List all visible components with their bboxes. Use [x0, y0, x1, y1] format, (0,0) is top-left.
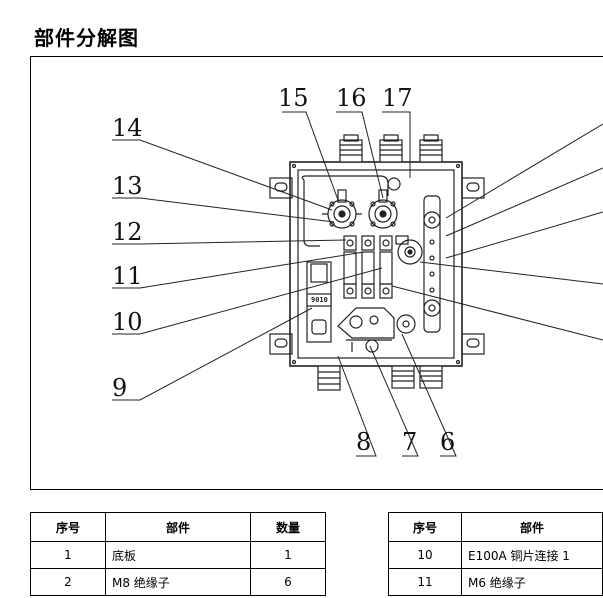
surge-module — [306, 261, 332, 343]
callout-7: 7 — [402, 428, 417, 456]
callout-10: 10 — [112, 308, 143, 336]
terminal-block-right — [368, 177, 401, 229]
cell-qty: 6 — [250, 568, 326, 596]
cell-part: 底板 — [105, 541, 251, 569]
callout-9: 9 — [112, 374, 127, 402]
cell-qty: 1 — [250, 541, 326, 569]
mounting-ear-top-left — [269, 177, 293, 199]
callout-11: 11 — [112, 262, 143, 290]
parts-table-right: 序号 部件 10 E100A 铜片连接 1 11 M6 绝缘子 — [388, 512, 603, 596]
callout-13: 13 — [112, 172, 143, 200]
cable-gland-top-3 — [419, 134, 443, 163]
cell-part: M6 绝缘子 — [460, 568, 603, 596]
mounting-ear-top-right — [461, 177, 485, 199]
page-title: 部件分解图 — [34, 26, 139, 50]
cell-part: E100A 铜片连接 1 — [460, 541, 603, 569]
cell-no: 11 — [388, 568, 462, 596]
callout-8: 8 — [356, 428, 371, 456]
col-header-part: 部件 — [460, 512, 603, 542]
callout-14: 14 — [112, 114, 143, 142]
mounting-ear-bottom-right — [461, 333, 485, 355]
table-row: 1 底板 1 — [30, 541, 326, 569]
col-header-no: 序号 — [388, 512, 462, 542]
col-header-part: 部件 — [105, 512, 251, 542]
callout-16: 16 — [336, 84, 367, 112]
internal-cable — [301, 175, 389, 196]
cable-gland-top-1 — [339, 134, 363, 163]
cable-gland-top-2 — [379, 134, 403, 163]
table-row: 10 E100A 铜片连接 1 — [388, 541, 603, 569]
fuse-holders — [343, 251, 393, 299]
exploded-view-diagram: 9010 15 16 17 14 13 12 11 10 9 8 7 6 — [112, 84, 603, 457]
parts-table-left: 序号 部件 数量 1 底板 1 2 M8 绝缘子 6 — [30, 512, 326, 596]
callout-15: 15 — [278, 84, 309, 112]
figure-frame — [30, 56, 603, 490]
cell-no: 1 — [30, 541, 106, 569]
insulator-row — [343, 235, 393, 251]
table-row: 2 M8 绝缘子 6 — [30, 568, 326, 596]
cable-gland-bottom-3 — [419, 365, 443, 389]
cable-gland-bottom-1 — [317, 365, 341, 391]
terminal-block-side — [395, 235, 423, 265]
cell-no: 2 — [30, 568, 106, 596]
mounting-ear-bottom-left — [269, 333, 293, 355]
callout-17: 17 — [382, 84, 413, 112]
terminal-block-bottom — [337, 307, 416, 353]
table-row: 11 M6 绝缘子 — [388, 568, 603, 596]
callout-6: 6 — [440, 428, 455, 456]
module-plate-label: 9010 — [311, 296, 328, 304]
col-header-no: 序号 — [30, 512, 106, 542]
terminal-block-left — [322, 189, 362, 229]
cable-gland-bottom-2 — [391, 365, 415, 389]
leader-lines — [112, 111, 603, 457]
col-header-qty: 数量 — [250, 512, 326, 542]
cell-no: 10 — [388, 541, 462, 569]
callout-12: 12 — [112, 218, 143, 246]
cell-part: M8 绝缘子 — [105, 568, 251, 596]
